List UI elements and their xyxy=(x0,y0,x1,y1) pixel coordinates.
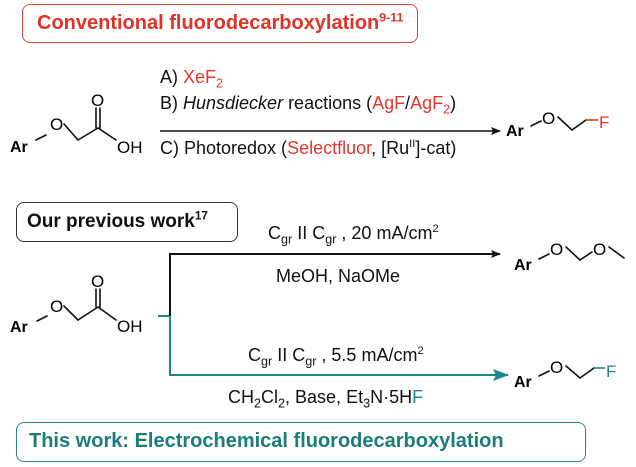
conventional-product xyxy=(530,116,587,131)
condition-c-mid: , [Ru xyxy=(371,138,410,158)
previous-electrolysis-conditions: Cgr II Cgr , 20 mA/cm2 xyxy=(268,222,439,247)
header-conventional-title: Conventional fluorodecarboxylation xyxy=(37,12,380,34)
xef2-reagent: XeF2 xyxy=(183,67,223,90)
prev-product-o1: O xyxy=(550,240,563,259)
header-this-work: This work: Electrochemical fluorodecarbo… xyxy=(16,422,586,462)
this-electrolysis-conditions: Cgr II Cgr , 5.5 mA/cm2 xyxy=(248,344,424,369)
header-this-title: This work: Electrochemical fluorodecarbo… xyxy=(29,430,504,452)
cl-text: Cl xyxy=(261,387,279,407)
electro-substrate xyxy=(36,288,117,322)
conv-ether-o: O xyxy=(50,115,63,134)
this-electrode-b: C xyxy=(292,345,306,365)
electro-oh-label: OH xyxy=(117,317,143,336)
this-current-sup: 2 xyxy=(417,345,424,357)
agf2-sub: 2 xyxy=(443,102,451,117)
this-product-ar: Ar xyxy=(514,374,532,391)
this-electrode-sep: II xyxy=(272,345,293,365)
ch-text: CH xyxy=(228,387,254,407)
conv-product-o: O xyxy=(542,109,555,128)
this-electrode-b-sub: gr xyxy=(305,354,317,369)
this-work-arrow xyxy=(169,316,509,381)
this-current-density: , 5.5 mA/cm xyxy=(316,345,418,365)
xef-text: XeF xyxy=(183,67,217,87)
hunsdiecker-name: Hunsdiecker xyxy=(183,93,284,113)
condition-a: A) XeF2 xyxy=(160,66,223,90)
conventional-substrate xyxy=(35,107,117,141)
previous-work-arrow xyxy=(169,250,501,316)
electro-ar-label: Ar xyxy=(10,319,28,336)
prev-current-sup: 2 xyxy=(432,223,439,235)
header-conventional: Conventional fluorodecarboxylation9-11 xyxy=(22,4,418,43)
ru-oxidation-state: II xyxy=(409,138,416,150)
et-sub: 3 xyxy=(363,396,371,411)
this-electrode-a: C xyxy=(248,345,261,365)
electro-ether-o: O xyxy=(50,297,63,316)
previous-solvent-conditions: MeOH, NaOMe xyxy=(276,265,400,287)
header-previous-work: Our previous work17 xyxy=(16,202,238,242)
condition-a-prefix: A) xyxy=(160,67,184,87)
previous-product xyxy=(538,246,625,261)
agf-reagent: AgF xyxy=(372,93,406,113)
xef-sub: 2 xyxy=(216,76,224,91)
header-previous-refs: 17 xyxy=(194,209,208,223)
agf2-reagent: AgF2 xyxy=(410,93,450,116)
base-et-text: , Base, Et xyxy=(285,387,364,407)
condition-c-prefix: C) Photoredox ( xyxy=(160,138,288,158)
header-conventional-refs: 9-11 xyxy=(379,10,404,25)
conv-ar-label: Ar xyxy=(10,139,28,156)
ch-sub: 2 xyxy=(254,396,262,411)
prev-current-density: , 20 mA/cm xyxy=(336,223,433,243)
selectfluor-reagent: Selectfluor xyxy=(287,138,372,158)
agf2-text: AgF xyxy=(410,93,444,113)
condition-b-mid: reactions ( xyxy=(283,93,373,113)
condition-b-end: ) xyxy=(450,93,457,113)
prev-solvent: MeOH, NaOMe xyxy=(276,266,401,286)
prev-electrode-a: C xyxy=(268,223,281,243)
header-previous-title: Our previous work xyxy=(27,211,195,232)
hf-fluorine: F xyxy=(412,387,424,407)
prev-electrode-a-sub: gr xyxy=(281,232,293,247)
this-electrode-a-sub: gr xyxy=(261,354,273,369)
prev-electrode-sep: II xyxy=(292,223,313,243)
condition-b: B) Hunsdiecker reactions (AgF/AgF2) xyxy=(160,92,457,116)
prev-product-ar: Ar xyxy=(514,257,532,274)
prev-electrode-b: C xyxy=(312,223,326,243)
this-product-o: O xyxy=(550,358,563,377)
this-product-f: F xyxy=(606,362,616,381)
conv-carbonyl-o: O xyxy=(91,91,104,110)
prev-electrode-b-sub: gr xyxy=(325,232,337,247)
cl-sub: 2 xyxy=(278,396,286,411)
condition-b-prefix: B) xyxy=(160,93,184,113)
condition-b-slash: / xyxy=(405,93,411,113)
conv-oh-label: OH xyxy=(117,138,143,157)
this-solvent-conditions: CH2Cl2, Base, Et3N·5HF xyxy=(228,386,424,411)
n-hf-text: N·5H xyxy=(370,387,413,407)
this-product xyxy=(538,365,595,379)
condition-c: C) Photoredox (Selectfluor, [RuII]-cat) xyxy=(160,137,456,159)
conv-product-ar: Ar xyxy=(506,123,524,140)
conv-product-f: F xyxy=(599,113,609,132)
electro-carbonyl-o: O xyxy=(91,272,104,291)
condition-c-end: ]-cat) xyxy=(415,138,457,158)
prev-product-o2: O xyxy=(593,240,606,259)
